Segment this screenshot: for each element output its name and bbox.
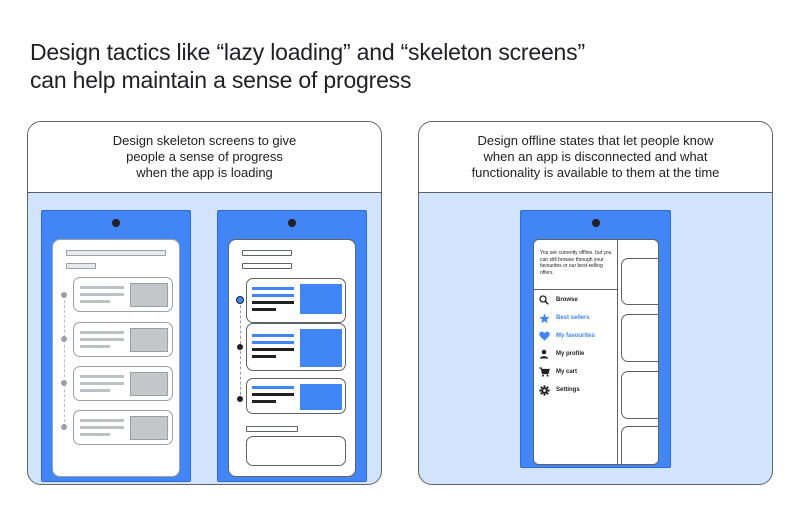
skeleton-screens-panel: Design skeleton screens to give people a…	[27, 121, 382, 485]
content-card-partial[interactable]	[246, 436, 346, 466]
skeleton-card	[73, 277, 173, 312]
caption-line-1: Design skeleton screens to give	[112, 133, 297, 148]
content-card[interactable]	[246, 278, 346, 323]
title-line	[252, 334, 294, 337]
section-bar	[246, 426, 298, 432]
skeleton-line	[80, 300, 110, 303]
skeleton-card	[73, 410, 173, 445]
skeleton-line	[80, 382, 124, 385]
title-line	[252, 294, 294, 297]
loaded-screen	[228, 239, 356, 477]
text-line	[252, 301, 294, 304]
background-card	[621, 371, 658, 419]
subheader-bar	[242, 263, 292, 269]
content-image	[300, 329, 342, 367]
menu-label: My profile	[556, 351, 585, 357]
skeleton-image-placeholder	[130, 283, 168, 307]
diagram-title: Design tactics like “lazy loading” and “…	[30, 38, 730, 94]
caption-line-1: Design offline states that let people kn…	[477, 133, 714, 148]
content-card[interactable]	[246, 323, 346, 371]
search-icon	[538, 294, 550, 306]
skeleton-subheader-bar	[66, 263, 96, 269]
heart-icon	[538, 330, 550, 342]
skeleton-image-placeholder	[130, 328, 168, 352]
title-line	[252, 287, 294, 290]
timeline-dot	[237, 396, 243, 402]
caption-line-3: when the app is loading	[136, 165, 273, 180]
content-card[interactable]	[246, 378, 346, 414]
offline-message: You are currently offline, but you can s…	[540, 250, 612, 276]
menu-item-my-cart[interactable]: My cart	[538, 365, 577, 379]
header-bar	[242, 250, 292, 256]
skeleton-line	[80, 331, 124, 334]
drawer-divider	[534, 289, 618, 290]
camera-dot	[591, 219, 600, 227]
menu-label: Best sellers	[556, 315, 590, 321]
text-line	[252, 355, 276, 358]
timeline-dashed-line	[240, 300, 241, 400]
background-card	[621, 314, 658, 362]
background-card	[621, 426, 658, 464]
skeleton-line	[80, 375, 124, 378]
menu-item-my-favourites[interactable]: My favourites	[538, 329, 595, 343]
menu-item-best-sellers[interactable]: Best sellers	[538, 311, 590, 325]
timeline-dot	[61, 424, 67, 430]
skeleton-line	[80, 293, 124, 296]
skeleton-line	[80, 419, 124, 422]
text-line	[252, 308, 276, 311]
title-line	[252, 386, 294, 389]
offline-states-panel: Design offline states that let people kn…	[418, 121, 773, 485]
text-line	[252, 348, 294, 351]
menu-label: My cart	[556, 369, 578, 375]
skeleton-line	[80, 338, 124, 341]
menu-label: Browse	[556, 297, 578, 303]
star-icon	[538, 312, 550, 324]
skeleton-line	[80, 389, 110, 392]
timeline-dot	[61, 336, 67, 342]
text-line	[252, 400, 276, 403]
loaded-phone	[217, 210, 367, 482]
timeline-dot	[61, 380, 67, 386]
skeleton-line	[80, 433, 110, 436]
camera-dot	[112, 219, 120, 227]
menu-item-my-profile[interactable]: My profile	[538, 347, 584, 361]
person-icon	[538, 348, 550, 360]
skeleton-line	[80, 286, 124, 289]
offline-screen: You are currently offline, but you can s…	[533, 239, 659, 465]
title-line-2: can help maintain a sense of progress	[30, 67, 412, 93]
timeline-dot-active	[237, 297, 243, 303]
menu-label: Settings	[556, 387, 580, 393]
background-card	[621, 258, 658, 305]
skeleton-image-placeholder	[130, 416, 168, 440]
menu-item-settings[interactable]: Settings	[538, 383, 580, 397]
menu-item-browse[interactable]: Browse	[538, 293, 578, 307]
navigation-drawer: You are currently offline, but you can s…	[534, 240, 618, 464]
camera-dot	[288, 219, 296, 227]
caption-line-3: functionality is available to them at th…	[471, 165, 720, 180]
skeleton-screen	[52, 239, 180, 477]
skeleton-card	[73, 322, 173, 357]
offline-panel-caption: Design offline states that let people kn…	[419, 122, 772, 193]
menu-label: My favourites	[556, 333, 595, 339]
skeleton-card	[73, 366, 173, 401]
text-line	[252, 393, 294, 396]
title-line	[252, 341, 294, 344]
gear-icon	[538, 384, 550, 396]
skeleton-panel-caption: Design skeleton screens to give people a…	[28, 122, 381, 193]
loading-phone	[41, 210, 191, 482]
skeleton-line	[80, 426, 124, 429]
timeline-dot	[61, 292, 67, 298]
title-line-1: Design tactics like “lazy loading” and “…	[30, 39, 585, 65]
skeleton-line	[80, 345, 110, 348]
skeleton-header-bar	[66, 250, 166, 256]
offline-phone: You are currently offline, but you can s…	[520, 210, 671, 468]
content-image	[300, 384, 342, 410]
content-image	[300, 284, 342, 314]
timeline-dot	[237, 344, 243, 350]
caption-line-2: when an app is disconnected and what	[483, 149, 708, 164]
caption-line-2: people a sense of progress	[126, 149, 283, 164]
skeleton-image-placeholder	[130, 372, 168, 396]
timeline-dashed-line	[64, 295, 65, 427]
cart-icon	[538, 366, 550, 378]
